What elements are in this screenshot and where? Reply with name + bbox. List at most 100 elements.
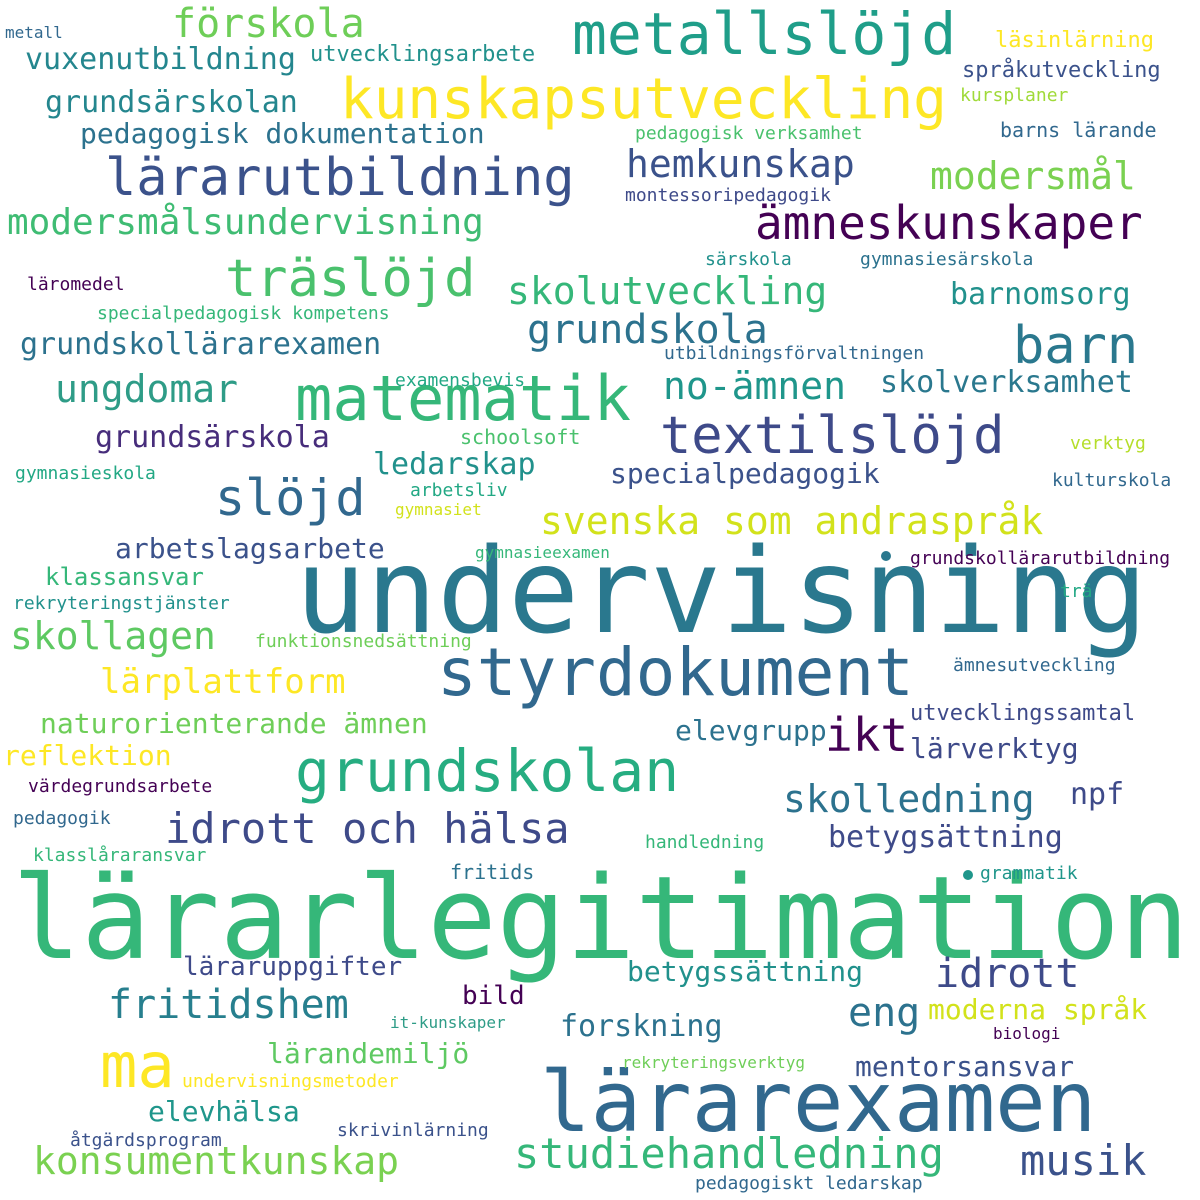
dot-mark <box>963 870 973 880</box>
word-barnomsorg: barnomsorg <box>950 277 1131 312</box>
word-elevhalsa: elevhälsa <box>148 1095 300 1128</box>
word-svenska-som-andrasprak: svenska som andraspråk <box>540 499 1044 543</box>
word-gymnasieexamen: gymnasieexamen <box>475 543 610 562</box>
word-grundsarskolan: grundsärskolan <box>45 85 298 120</box>
word-forskning: forskning <box>560 1009 723 1044</box>
word-it-kunskaper: it-kunskaper <box>390 1013 506 1032</box>
word-skollagen: skollagen <box>10 614 216 658</box>
word-npf: npf <box>1070 777 1125 812</box>
word-vuxenutbildning: vuxenutbildning <box>25 42 296 77</box>
word-grammatik: grammatik <box>980 863 1078 884</box>
word-mentorsansvar: mentorsansvar <box>855 1050 1075 1083</box>
word-modersmalsundervisning: modersmålsundervisning <box>7 202 484 243</box>
word-examensbevis: examensbevis <box>395 370 526 391</box>
word-sarskola: särskola <box>705 249 792 270</box>
word-metall: metall <box>5 23 63 42</box>
word-fritids: fritids <box>450 860 535 884</box>
word-montessoripedagogik: montessoripedagogik <box>625 185 831 206</box>
word-vardegrundsarbete: värdegrundsarbete <box>28 776 213 797</box>
word-fritidshem: fritidshem <box>108 982 349 1028</box>
word-arbetsliv: arbetsliv <box>410 480 508 501</box>
word-lararexamen: lärarexamen <box>540 1053 1097 1151</box>
word-lararlegitimation: lärarlegitimation <box>12 852 1190 986</box>
word-lararuppgifter: läraruppgifter <box>183 952 403 982</box>
word-textilslojd: textilslöjd <box>660 406 1005 466</box>
word-naturorienterande-amnen: naturorienterande ämnen <box>40 707 428 740</box>
word-atgardsprogram: åtgärdsprogram <box>70 1130 222 1151</box>
word-grundsarskola: grundsärskola <box>95 420 330 455</box>
word-specialpedagogisk-kompetens: specialpedagogisk kompetens <box>97 303 390 324</box>
word-gymnasiet: gymnasiet <box>395 500 482 519</box>
word-amnesutveckling: ämnesutveckling <box>953 655 1116 676</box>
word-biologi: biologi <box>993 1024 1061 1043</box>
word-skrivinlarning: skrivinlärning <box>337 1120 489 1141</box>
word-barn: barn <box>1013 316 1139 376</box>
word-lararutbildning: lärarutbildning <box>105 148 575 208</box>
word-larandemiljo: lärandemiljö <box>267 1037 470 1070</box>
word-barns-larande: barns lärande <box>1000 118 1157 142</box>
word-styrdokument: styrdokument <box>437 634 914 711</box>
word-funktionsnedsattning: funktionsnedsättning <box>255 631 472 652</box>
word-rekryteringstjanster: rekryteringstjänster <box>13 593 230 614</box>
word-skolverksamhet: skolverksamhet <box>880 365 1133 400</box>
word-gymnasiesarskola: gymnasiesärskola <box>860 249 1034 270</box>
word-handledning: handledning <box>645 832 765 853</box>
word-verktyg: verktyg <box>1070 433 1146 454</box>
word-amneskunskaper: ämneskunskaper <box>755 196 1143 250</box>
word-klasslararansvar: klasslåraransvar <box>33 845 207 866</box>
word-larplattform: lärplattform <box>100 662 346 702</box>
word-larverktyg: lärverktyg <box>910 732 1079 765</box>
dot-mark <box>881 551 891 561</box>
word-rekryteringsverktyg: rekryteringsverktyg <box>622 1053 806 1072</box>
word-musik: musik <box>1020 1136 1147 1185</box>
word-utvecklingsarbete: utvecklingsarbete <box>310 42 536 67</box>
word-kursplaner: kursplaner <box>960 85 1069 106</box>
word-moderna-sprak: moderna språk <box>928 993 1148 1026</box>
word-schoolsoft: schoolsoft <box>460 425 581 449</box>
word-studiehandledning: studiehandledning <box>514 1129 944 1178</box>
word-klassansvar: klassansvar <box>45 563 204 591</box>
word-eng: eng <box>848 990 921 1036</box>
word-undervisning: undervisning <box>295 522 1148 660</box>
word-ma: ma <box>100 1029 175 1102</box>
word-specialpedagogik: specialpedagogik <box>610 457 880 490</box>
word-forskola: förskola <box>172 1 365 47</box>
word-matematik: matematik <box>295 362 631 435</box>
word-bild: bild <box>462 981 525 1011</box>
word-hemkunskap: hemkunskap <box>626 142 855 186</box>
word-konsumentkunskap: konsumentkunskap <box>33 1139 400 1183</box>
word-utvecklingssamtal: utvecklingssamtal <box>910 701 1136 726</box>
word-lasinlarning: läsinlärning <box>995 28 1154 53</box>
word-pedagogisk-verksamhet: pedagogisk verksamhet <box>635 123 863 144</box>
word-pedagogisk-dokumentation: pedagogisk dokumentation <box>80 117 485 150</box>
word-utbildningsforvaltningen: utbildningsförvaltningen <box>664 343 925 364</box>
word-ungdomar: ungdomar <box>55 367 239 411</box>
word-arbetslagsarbete: arbetslagsarbete <box>115 532 385 565</box>
word-betygsattning: betygsättning <box>828 820 1063 855</box>
word-elevgrupp: elevgrupp <box>675 714 827 747</box>
word-tra: trä <box>1060 581 1093 602</box>
word-skolledning: skolledning <box>783 777 1035 821</box>
word-ikt: ikt <box>825 708 909 762</box>
word-grundskollararexamen: grundskollärarexamen <box>20 327 382 362</box>
word-no-amnen: no-ämnen <box>663 364 847 408</box>
word-modersmal: modersmål <box>930 154 1136 198</box>
word-metallslojd: metallslöjd <box>572 0 957 68</box>
word-reflektion: reflektion <box>3 739 172 772</box>
word-betygssattning: betygssättning <box>627 955 864 988</box>
word-traslojd: träslöjd <box>225 249 476 309</box>
word-grundskolan: grundskolan <box>295 737 680 805</box>
word-kunskapsutveckling: kunskapsutveckling <box>340 67 947 132</box>
word-laromedel: läromedel <box>27 274 125 295</box>
word-grundskola: grundskola <box>527 307 768 353</box>
word-undervisningsmetoder: undervisningsmetoder <box>182 1071 399 1092</box>
word-pedagogiskt-ledarskap: pedagogiskt ledarskap <box>695 1173 923 1194</box>
word-ledarskap: ledarskap <box>373 447 536 482</box>
word-pedagogik: pedagogik <box>13 808 111 829</box>
word-slojd: slöjd <box>215 469 366 527</box>
word-kulturskola: kulturskola <box>1052 470 1172 491</box>
word-idrott-och-halsa: idrott och hälsa <box>165 804 570 853</box>
word-grundskollararutbildning: grundskollärarutbildning <box>910 548 1171 569</box>
word-skolutveckling: skolutveckling <box>507 269 828 313</box>
